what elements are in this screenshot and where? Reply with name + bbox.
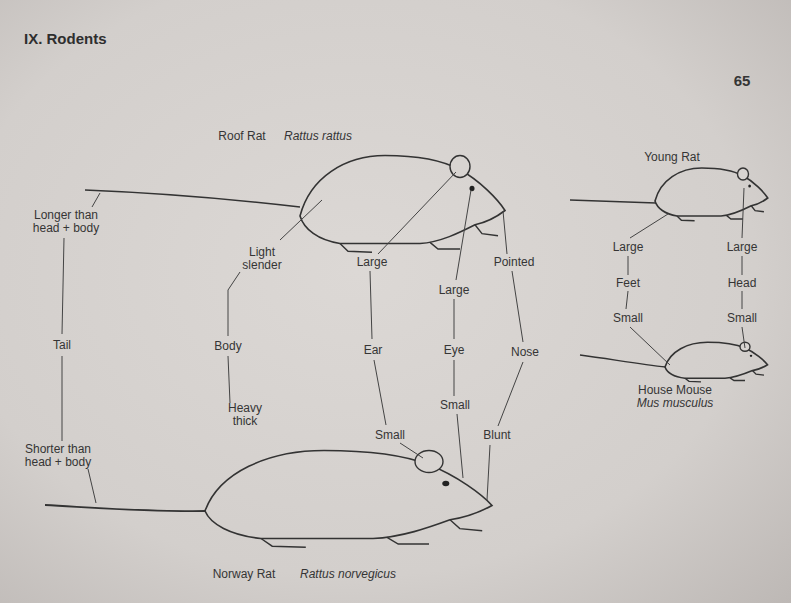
feature-label: Blunt xyxy=(483,429,510,442)
feature-label: Large xyxy=(357,256,388,269)
feature-label: Shorter than head + body xyxy=(16,443,100,469)
feature-label: Pointed xyxy=(494,256,535,269)
feature-label: Tail xyxy=(53,339,71,352)
feature-label: Large xyxy=(613,241,644,254)
feature-label: Norway Rat xyxy=(213,568,276,581)
species-name: Mus musculus xyxy=(637,397,714,410)
feature-label: Small xyxy=(375,429,405,442)
feature-label: 65 xyxy=(734,72,751,89)
leader-lines xyxy=(62,172,745,503)
feature-label: Feet xyxy=(616,277,640,290)
feature-label: Body xyxy=(214,340,241,353)
feature-label: Large xyxy=(439,284,470,297)
feature-label: House Mouse xyxy=(638,384,712,397)
species-name: Rattus rattus xyxy=(284,130,352,143)
feature-label: Small xyxy=(613,312,643,325)
feature-label: Longer than head + body xyxy=(27,209,105,235)
feature-label: Heavy thick xyxy=(219,402,271,428)
feature-label: Large xyxy=(727,241,758,254)
feature-label: Roof Rat xyxy=(218,130,265,143)
feature-label: Light slender xyxy=(236,246,288,272)
feature-label: Small xyxy=(727,312,757,325)
feature-label: Nose xyxy=(511,346,539,359)
feature-label: Eye xyxy=(444,344,465,357)
species-name: Rattus norvegicus xyxy=(300,568,396,581)
page-title: IX. Rodents xyxy=(24,30,107,47)
feature-label: Young Rat xyxy=(644,151,700,164)
feature-label: Ear xyxy=(364,344,383,357)
feature-label: Small xyxy=(440,399,470,412)
feature-label: Head xyxy=(728,277,757,290)
